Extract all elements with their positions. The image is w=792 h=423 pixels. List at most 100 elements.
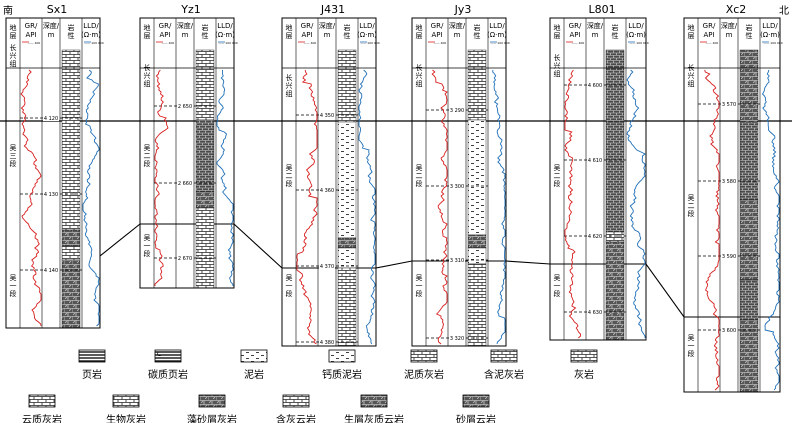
depth-label: 3 590 (722, 254, 736, 260)
gr-curve (564, 69, 582, 339)
depth-label: 3 320 (450, 336, 464, 342)
lithology-segment (739, 199, 759, 281)
gr-curve (431, 69, 448, 345)
gr-scale: —— 400 (304, 41, 317, 45)
legend-swatch-box (328, 349, 356, 363)
lld-curve (492, 69, 506, 345)
gr-scale: —— 400 (706, 41, 719, 45)
lld-header: LLD/ (217, 22, 233, 30)
lithology-segment (61, 229, 81, 247)
legend-label-mud: 泥岩 (244, 368, 264, 381)
well-panel-yz1 (139, 17, 235, 289)
unit-label-wu1: 吴一段 (286, 274, 293, 298)
lld-header-unit: (Ω·m) (487, 31, 507, 39)
lithology-segment (467, 247, 487, 265)
legend-swatch-bio (112, 394, 140, 408)
depth-unit: m (592, 31, 599, 39)
lld-header-unit: (Ω·m) (81, 31, 101, 39)
legend-label-calcmud: 钙质泥岩 (322, 368, 362, 381)
depth-label: 4 130 (44, 192, 58, 198)
depth-label-bg (43, 190, 59, 197)
lld-header-unit: (Ω·m) (626, 31, 646, 39)
strata-header: 地层 (10, 23, 17, 40)
depth-label-bg (449, 106, 465, 113)
well-frame (5, 17, 101, 329)
legend-swatch-box (198, 394, 226, 408)
lithology-segment (61, 49, 81, 231)
gr-scale: —— 400 (162, 41, 175, 45)
depth-label-bg (43, 114, 59, 121)
lithology-segment (467, 49, 487, 121)
well-frame (411, 17, 507, 347)
legend-swatch-box (154, 349, 182, 363)
depth-label-bg (721, 326, 737, 333)
legend-swatch-box (78, 349, 106, 363)
gr-curve (296, 69, 318, 345)
depth-label: 2 670 (178, 256, 192, 262)
lithology-segment (605, 241, 625, 341)
gr-header-unit: API (569, 31, 580, 39)
lithology-segment (61, 245, 81, 261)
legend-swatch-shale (78, 349, 106, 363)
unit-label-wu2: 吴二段 (286, 164, 293, 188)
lithology-segment (739, 319, 759, 393)
strata-header: 地层 (554, 23, 561, 40)
lithology-segment (605, 231, 625, 243)
gr-curve (704, 69, 720, 391)
lld-scale: —— 100 000 (218, 41, 237, 45)
legend-swatch-sanddol (462, 394, 490, 408)
depth-label: 4 600 (588, 83, 602, 89)
gr-curve (154, 69, 169, 286)
legend-swatch-algal (198, 394, 226, 408)
legend-swatch-dolls (28, 394, 56, 408)
lithology-segment (467, 119, 487, 236)
legend-swatch-box (570, 349, 598, 363)
well-name: Xc2 (726, 3, 747, 16)
depth-header: 深度/ (721, 21, 738, 30)
well-frame (139, 17, 235, 289)
legend-label-ls: 灰岩 (574, 368, 594, 381)
lithology-legend: C (28, 349, 598, 408)
well-frame (683, 17, 781, 393)
depth-label-bg (177, 102, 193, 109)
unit-label-wu3: 吴三段 (10, 144, 17, 168)
depth-header: 深度/ (177, 21, 194, 30)
legend-label-mudls: 含泥灰岩 (484, 368, 524, 381)
gr-header-unit: API (703, 31, 714, 39)
lithology-segment (337, 267, 357, 347)
depth-label-bg (587, 156, 603, 163)
lld-scale: —— 100 000 (490, 41, 509, 45)
lithology-segment (467, 263, 487, 347)
unit-label-changxing: 长兴组 (416, 63, 423, 88)
legend-swatch-box (410, 349, 438, 363)
lld-curve (761, 69, 780, 391)
lithology-segment (337, 49, 357, 123)
depth-label: 4 120 (44, 116, 58, 122)
well-name: Yz1 (180, 3, 201, 16)
depth-unit: m (726, 31, 733, 39)
unit-label-wu1: 吴一段 (10, 274, 17, 298)
lithology-segment (605, 121, 625, 233)
legend-swatch-ls (570, 349, 598, 363)
gr-header: GR/ (159, 22, 172, 30)
depth-label-bg (319, 186, 335, 193)
gr-header: GR/ (569, 22, 582, 30)
strata-header: 地层 (144, 23, 151, 40)
well-name: Sx1 (47, 3, 68, 16)
well-name: Jy3 (454, 3, 472, 16)
north-label: 北 (779, 5, 789, 17)
lithology-segment (739, 121, 759, 201)
lld-curve (358, 69, 376, 345)
legend-swatch-box (462, 394, 490, 408)
depth-label: 4 380 (320, 340, 334, 346)
legend-swatch-calcmud (328, 349, 356, 363)
lithology-segment (739, 279, 759, 321)
depth-label: 4 610 (588, 158, 602, 164)
depth-label-bg (319, 111, 335, 118)
lithology-segment (337, 121, 357, 239)
gr-header: GR/ (431, 22, 444, 30)
gr-scale: —— 400 (28, 41, 41, 45)
lithology-segment (337, 237, 357, 249)
depth-header: 深度/ (449, 21, 466, 30)
